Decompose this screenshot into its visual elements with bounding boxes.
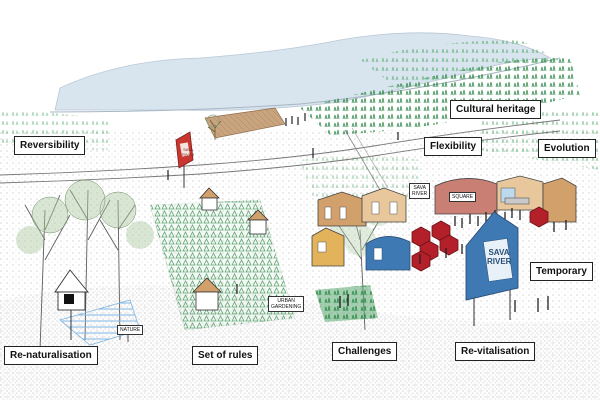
- left-foliage: [16, 180, 154, 254]
- red-sign-panel: [179, 142, 190, 157]
- riverbank-vegetation: [300, 57, 580, 135]
- sign-urban-gardening-line2: GARDENING: [271, 304, 302, 310]
- label-reversibility: Reversibility: [14, 136, 86, 155]
- left-foliage-strokes: [31, 179, 137, 234]
- blue-pavilion: [365, 236, 411, 271]
- garden-huts: [192, 187, 269, 311]
- label-re-naturalisation: Re-naturalisation: [4, 346, 98, 365]
- sign-sava-river-red-line1: SAVA: [183, 147, 194, 152]
- wooden-pavilions: [317, 187, 407, 227]
- wooden-deck-planks: [205, 108, 285, 138]
- sign-sava-river-red-line2: RIVER: [182, 152, 195, 157]
- sign-nature: NATURE: [117, 325, 144, 335]
- green-plaza-stripes: [315, 285, 378, 322]
- foreground-dotted-ground: [0, 285, 600, 400]
- road-upper: [0, 119, 561, 176]
- sign-urban-gardening-line1: URBAN: [277, 298, 295, 304]
- label-flexibility: Flexibility: [424, 137, 483, 156]
- label-challenges: Challenges: [332, 342, 398, 361]
- red-umbrellas: [411, 206, 549, 272]
- billboard-text: SAVA RIVER: [487, 248, 511, 266]
- road-people: [167, 132, 399, 180]
- sign-urban-gardening: URBAN GARDENING: [268, 296, 305, 312]
- label-temporary: Temporary: [530, 262, 593, 281]
- bench: [504, 197, 530, 205]
- sign-sava-river-small: SAVA RIVER: [409, 183, 431, 199]
- billboard-text-line1: SAVA: [488, 248, 510, 257]
- sign-sava-river-small-line1: SAVA: [413, 185, 426, 191]
- label-set-of-rules: Set of rules: [192, 346, 259, 365]
- center-tree: [334, 199, 386, 331]
- yellow-pavilion: [311, 227, 345, 267]
- deck-people: [285, 113, 306, 126]
- plaza-people: [339, 294, 349, 308]
- treehouse: [54, 269, 89, 340]
- blue-billboard: [465, 211, 519, 326]
- label-re-vitalisation: Re-vitalisation: [455, 342, 536, 361]
- billboard-text-line2: RIVER: [487, 257, 512, 266]
- label-cultural-heritage: Cultural heritage: [450, 100, 542, 119]
- sign-square: SQUARE: [449, 192, 477, 202]
- riverbank-vegetation-light: [360, 40, 560, 90]
- square-people: [419, 208, 567, 312]
- label-evolution: Evolution: [538, 139, 596, 158]
- sign-sava-river-small-line2: RIVER: [412, 191, 428, 197]
- diagonal-path-2: [351, 127, 389, 189]
- deck-tree: [206, 114, 222, 140]
- sign-sava-river-red: SAVA RIVER: [180, 146, 196, 158]
